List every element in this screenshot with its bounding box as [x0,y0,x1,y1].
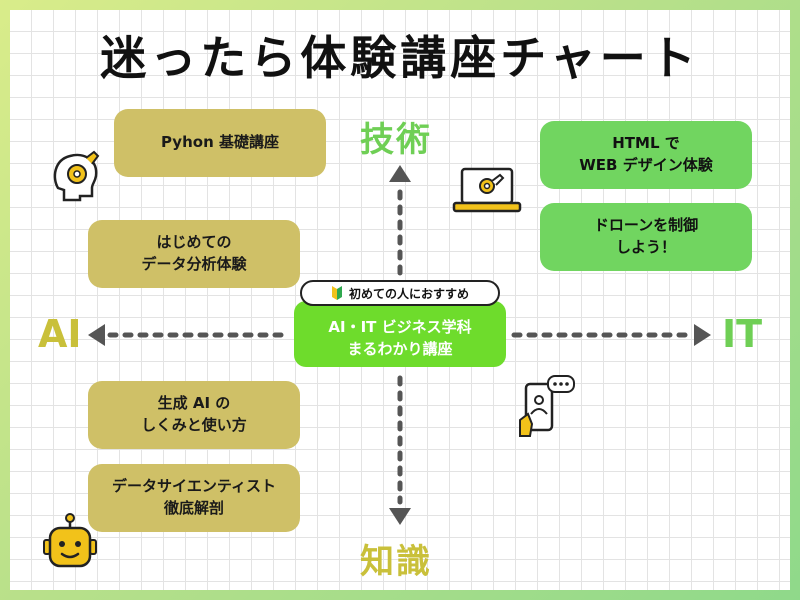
course-genai[interactable]: 生成 AI の しくみと使い方 [88,381,300,449]
course-genai-line2: しくみと使い方 [141,416,247,434]
course-data-scientist[interactable]: データサイエンティスト 徹底解剖 [88,464,300,532]
course-drone-line1: ドローンを制御 [593,216,699,235]
course-data-scientist-line2: 徹底解剖 [163,499,224,517]
course-html-line1: HTML で [612,134,680,153]
course-python-line1: Pyhon 基礎講座 [161,133,279,152]
recommend-badge-label: 初めての人におすすめ [348,286,469,301]
course-python[interactable]: Pyhon 基礎講座 [114,109,326,177]
recommend-badge: 初めての人におすすめ [300,280,500,306]
arrow-up [389,165,411,182]
smartphone-chat-icon [519,375,575,437]
axis-label-left: AI [38,312,82,356]
laptop-gear-icon [452,167,522,213]
arrow-down [389,508,411,525]
course-drone[interactable]: ドローンを制御 しよう！ [540,203,752,271]
beginner-mark-icon [331,286,342,300]
center-course-line2: まるわかり講座 [347,340,453,358]
axis-label-bottom: 知識 [360,542,432,582]
course-html-line2: WEB デザイン体験 [579,156,713,174]
course-data-analysis[interactable]: はじめての データ分析体験 [88,220,300,288]
course-data-analysis-line2: データ分析体験 [141,255,247,273]
page-title: 迷ったら体験講座チャート [100,31,700,85]
robot-icon [43,513,97,568]
course-data-scientist-line1: データサイエンティスト [112,477,276,496]
axis-label-top: 技術 [360,120,432,160]
brain-gear-icon [53,150,100,202]
center-course-line1: AI・IT ビジネス学科 [328,317,472,336]
axis-label-right: IT [722,312,763,356]
arrow-left [88,324,105,346]
course-genai-line1: 生成 AI の [157,394,231,413]
center-course-box[interactable]: AI・IT ビジネス学科 まるわかり講座 [294,301,506,367]
course-data-analysis-line1: はじめての [156,233,232,252]
arrow-right [694,324,711,346]
course-html[interactable]: HTML で WEB デザイン体験 [540,121,752,189]
course-drone-line2: しよう！ [615,238,676,256]
